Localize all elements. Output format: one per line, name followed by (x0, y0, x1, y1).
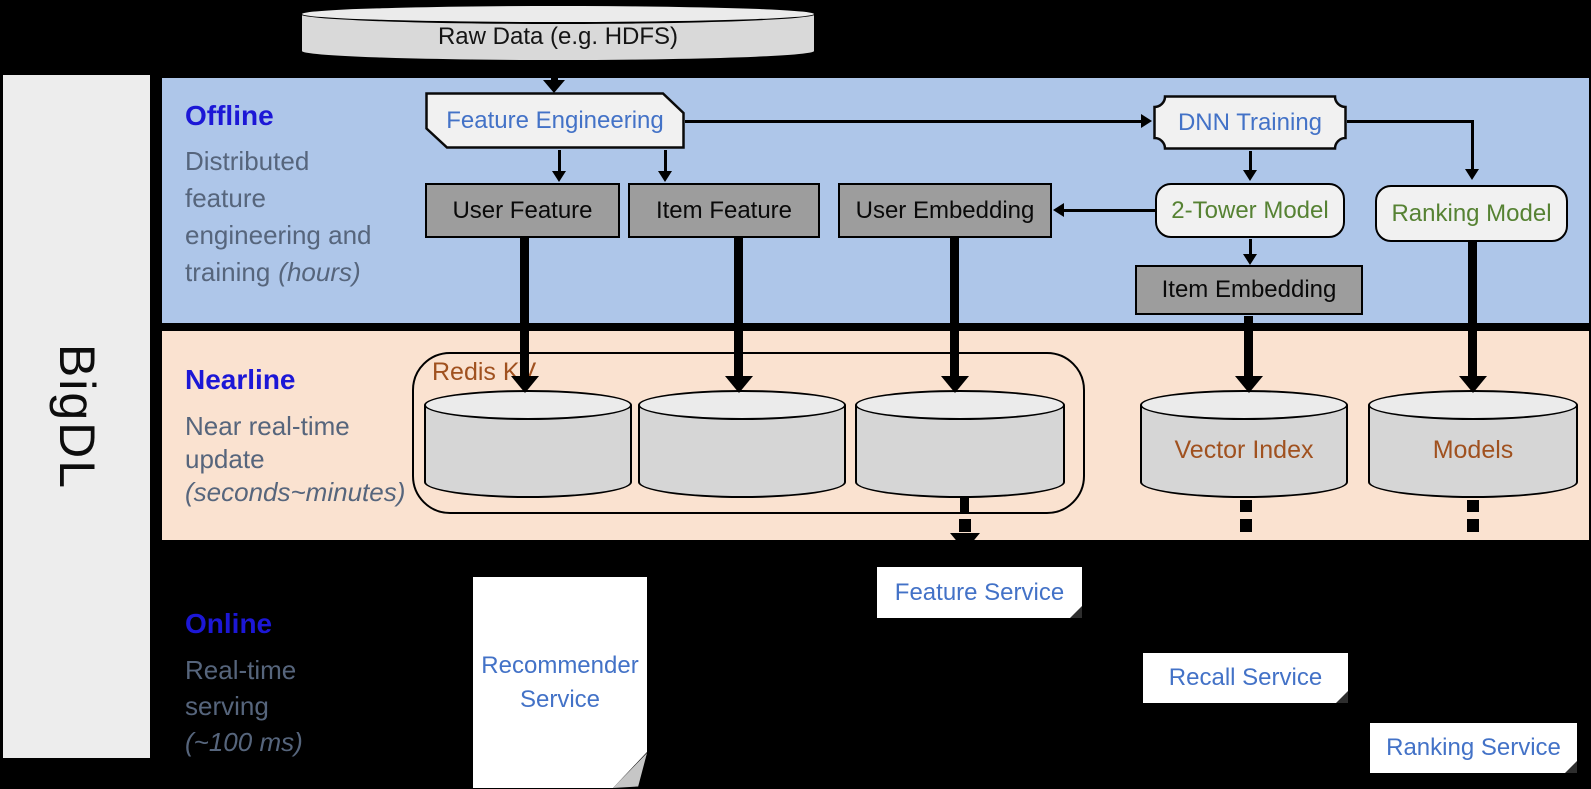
dashed-segment (1467, 500, 1479, 512)
card-shape (425, 92, 685, 149)
offline-desc-line: feature (185, 183, 266, 213)
feature-engineering-node: Feature Engineering (425, 92, 685, 149)
redis-shard-cylinder (424, 390, 632, 498)
arrow-twotower-to-userembedding (1064, 209, 1155, 212)
online-layer-description: Real-time serving (~100 ms) (185, 652, 435, 760)
raw-data-label: Raw Data (e.g. HDFS) (437, 23, 679, 50)
cylinder-body (1368, 405, 1578, 498)
feature-service-label: Feature Service (894, 578, 1065, 606)
cylinder-top (1368, 390, 1578, 420)
arrowhead-down-icon (1243, 170, 1257, 181)
note-fold (1070, 606, 1082, 618)
item-embedding-node: Item Embedding (1135, 265, 1363, 315)
offline-desc-line: training(hours) (185, 257, 361, 287)
arrow-featureeng-to-userfeature (558, 150, 561, 172)
raw-data-store: Raw Data (e.g. HDFS) (300, 4, 816, 62)
feature-service-node: Feature Service (877, 567, 1082, 618)
user-feature-node: User Feature (425, 183, 620, 238)
arrowhead-down-icon (1459, 376, 1487, 393)
arrowhead-down-icon (511, 376, 539, 393)
offline-desc-line: Distributed (185, 146, 310, 176)
models-store: Models (1368, 390, 1578, 498)
arrow-dnn-to-twotower (1249, 151, 1252, 172)
online-desc-line: (~100 ms) (185, 727, 303, 757)
arrow-itemembedding-to-vectorindex (1244, 316, 1253, 377)
cylinder-top (638, 390, 846, 420)
cylinder-top (855, 390, 1065, 420)
arrowhead-down-icon (725, 376, 753, 393)
online-desc-line: serving (185, 691, 269, 721)
arrow-featureeng-to-dnn (685, 120, 1141, 123)
dnn-training-label: DNN Training (1177, 108, 1323, 136)
user-embedding-node: User Embedding (838, 183, 1052, 238)
cylinder-top (1140, 390, 1348, 420)
nearline-desc-line: (seconds~minutes) (185, 477, 406, 507)
ranking-model-node: Ranking Model (1375, 185, 1568, 242)
arrowhead-right-icon (1141, 114, 1152, 128)
redis-shard-cylinder (855, 390, 1065, 498)
two-tower-model-node: 2-Tower Model (1155, 183, 1345, 238)
arrow-rankingmodel-to-models (1468, 241, 1477, 377)
dashed-segment (1240, 500, 1252, 512)
arrow-dnn-to-rankingmodel-v (1471, 120, 1474, 171)
dashed-segment (959, 519, 971, 532)
arrow-dnn-to-rankingmodel-h (1347, 120, 1473, 123)
nearline-layer-description: Near real-time update (seconds~minutes) (185, 410, 435, 509)
arrowhead-down-icon (1465, 169, 1479, 180)
arrowhead-down-icon (543, 80, 565, 93)
nearline-desc-line: Near real-time (185, 411, 350, 441)
models-label: Models (1432, 436, 1514, 464)
vector-index-store: Vector Index (1140, 390, 1348, 498)
offline-desc-line: engineering and (185, 220, 372, 250)
offline-layer-description: Distributed feature engineering and trai… (185, 143, 435, 291)
recall-service-label: Recall Service (1168, 664, 1323, 691)
arrowhead-down-icon (950, 533, 980, 551)
bigdl-brand-bar: BigDL (3, 75, 150, 758)
arrowhead-down-icon (1243, 254, 1257, 265)
bigdl-logo-text: BigDL (48, 343, 105, 490)
cylinder-top (300, 4, 816, 24)
arrowhead-down-icon (1235, 376, 1263, 393)
cylinder-top (424, 390, 632, 420)
cylinder-body (424, 405, 632, 498)
ranking-service-node: Ranking Service (1370, 723, 1577, 773)
arrow-itemfeature-to-redis (734, 238, 743, 377)
arrow-userfeature-to-redis (520, 238, 529, 377)
redis-kv-container (412, 352, 1085, 514)
cylinder-body (1140, 405, 1348, 498)
item-feature-node: Item Feature (628, 183, 820, 238)
online-layer-title: Online (185, 608, 273, 639)
cylinder-body (855, 405, 1065, 498)
dnn-training-node: DNN Training (1153, 95, 1347, 150)
recall-service-node: Recall Service (1143, 653, 1348, 703)
redis-shard-cylinder (638, 390, 846, 498)
online-desc-line: Real-time (185, 655, 297, 685)
arrowhead-down-icon (552, 171, 566, 182)
arrow-redis-to-featureservice-stub (960, 497, 969, 514)
plaque-shape (1153, 95, 1347, 150)
recommender-service-node: Recommender Service (473, 577, 647, 788)
arrowhead-down-icon (941, 376, 969, 393)
cylinder-body (638, 405, 846, 498)
note-fold (1565, 761, 1577, 773)
arrow-featureeng-to-itemfeature (664, 150, 667, 172)
arrow-rawdata-to-featureeng (551, 63, 558, 81)
offline-layer-title: Offline (185, 100, 274, 131)
ranking-service-label: Ranking Service (1386, 734, 1561, 761)
note-fold (1336, 691, 1348, 703)
dashed-segment (1467, 519, 1479, 532)
arrowhead-left-icon (1053, 203, 1064, 217)
feature-engineering-label: Feature Engineering (446, 106, 664, 134)
dashed-segment (1240, 519, 1252, 532)
arrow-twotower-to-itemembedding (1249, 239, 1252, 256)
arrowhead-down-icon (658, 171, 672, 182)
arrow-userembedding-to-redis (950, 238, 959, 377)
vector-index-label: Vector Index (1174, 436, 1314, 464)
nearline-layer-title: Nearline (185, 364, 296, 395)
nearline-desc-line: update (185, 444, 265, 474)
